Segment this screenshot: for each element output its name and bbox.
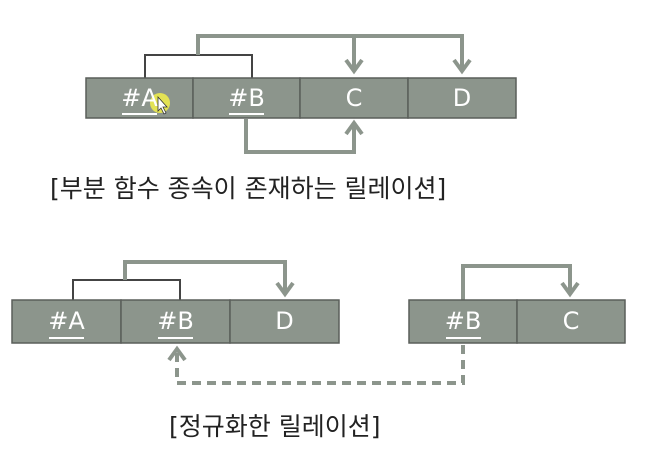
composite-key-bracket xyxy=(72,279,181,300)
arrowhead-partial-to-c xyxy=(344,119,364,136)
cell-label: D xyxy=(453,84,471,112)
arrowhead-to-d xyxy=(275,281,295,298)
relation-3-cell-c: C xyxy=(516,299,626,344)
relation-2: #A #B D xyxy=(11,260,340,344)
foreign-key-arrowhead xyxy=(167,345,187,362)
relation-1-cell-a: #A xyxy=(85,77,194,119)
full-dependency-arrow xyxy=(123,260,287,292)
relation-1-cell-b: #B xyxy=(192,77,301,119)
foreign-key-reference-arrow xyxy=(175,345,465,385)
cell-label: C xyxy=(346,84,363,112)
cell-label: #A xyxy=(48,307,85,335)
relation-3: #B C xyxy=(408,264,626,344)
cell-label: #B xyxy=(157,307,194,335)
relation-1: #A #B C D [부분 함수 종속이 존재하는 릴레이션] xyxy=(50,34,517,203)
arrowhead-to-d xyxy=(452,58,472,75)
relation-3-cell-b: #B xyxy=(408,299,518,344)
relation-2-cell-d: D xyxy=(229,299,340,344)
caption-partial-dependency: [부분 함수 종속이 존재하는 릴레이션] xyxy=(50,174,446,203)
arrowhead-to-c xyxy=(560,281,580,298)
cell-label: D xyxy=(275,307,293,335)
full-dependency-arrow xyxy=(196,34,464,70)
cell-label: C xyxy=(563,307,580,335)
caption-normalized: [정규화한 릴레이션] xyxy=(169,412,380,441)
composite-key-bracket xyxy=(144,54,253,78)
relation-1-cell-c: C xyxy=(299,77,409,119)
dependency-arrow xyxy=(461,264,572,300)
partial-dependency-arrow xyxy=(244,119,356,154)
arrowhead-to-c xyxy=(344,58,364,75)
cell-label: #B xyxy=(445,307,482,335)
relation-2-cell-a: #A xyxy=(11,299,122,344)
cursor-icon xyxy=(157,95,168,115)
relation-2-cell-b: #B xyxy=(120,299,231,344)
relation-1-cell-d: D xyxy=(407,77,517,119)
cell-label: #B xyxy=(228,84,265,112)
cell-label: #A xyxy=(121,84,158,112)
